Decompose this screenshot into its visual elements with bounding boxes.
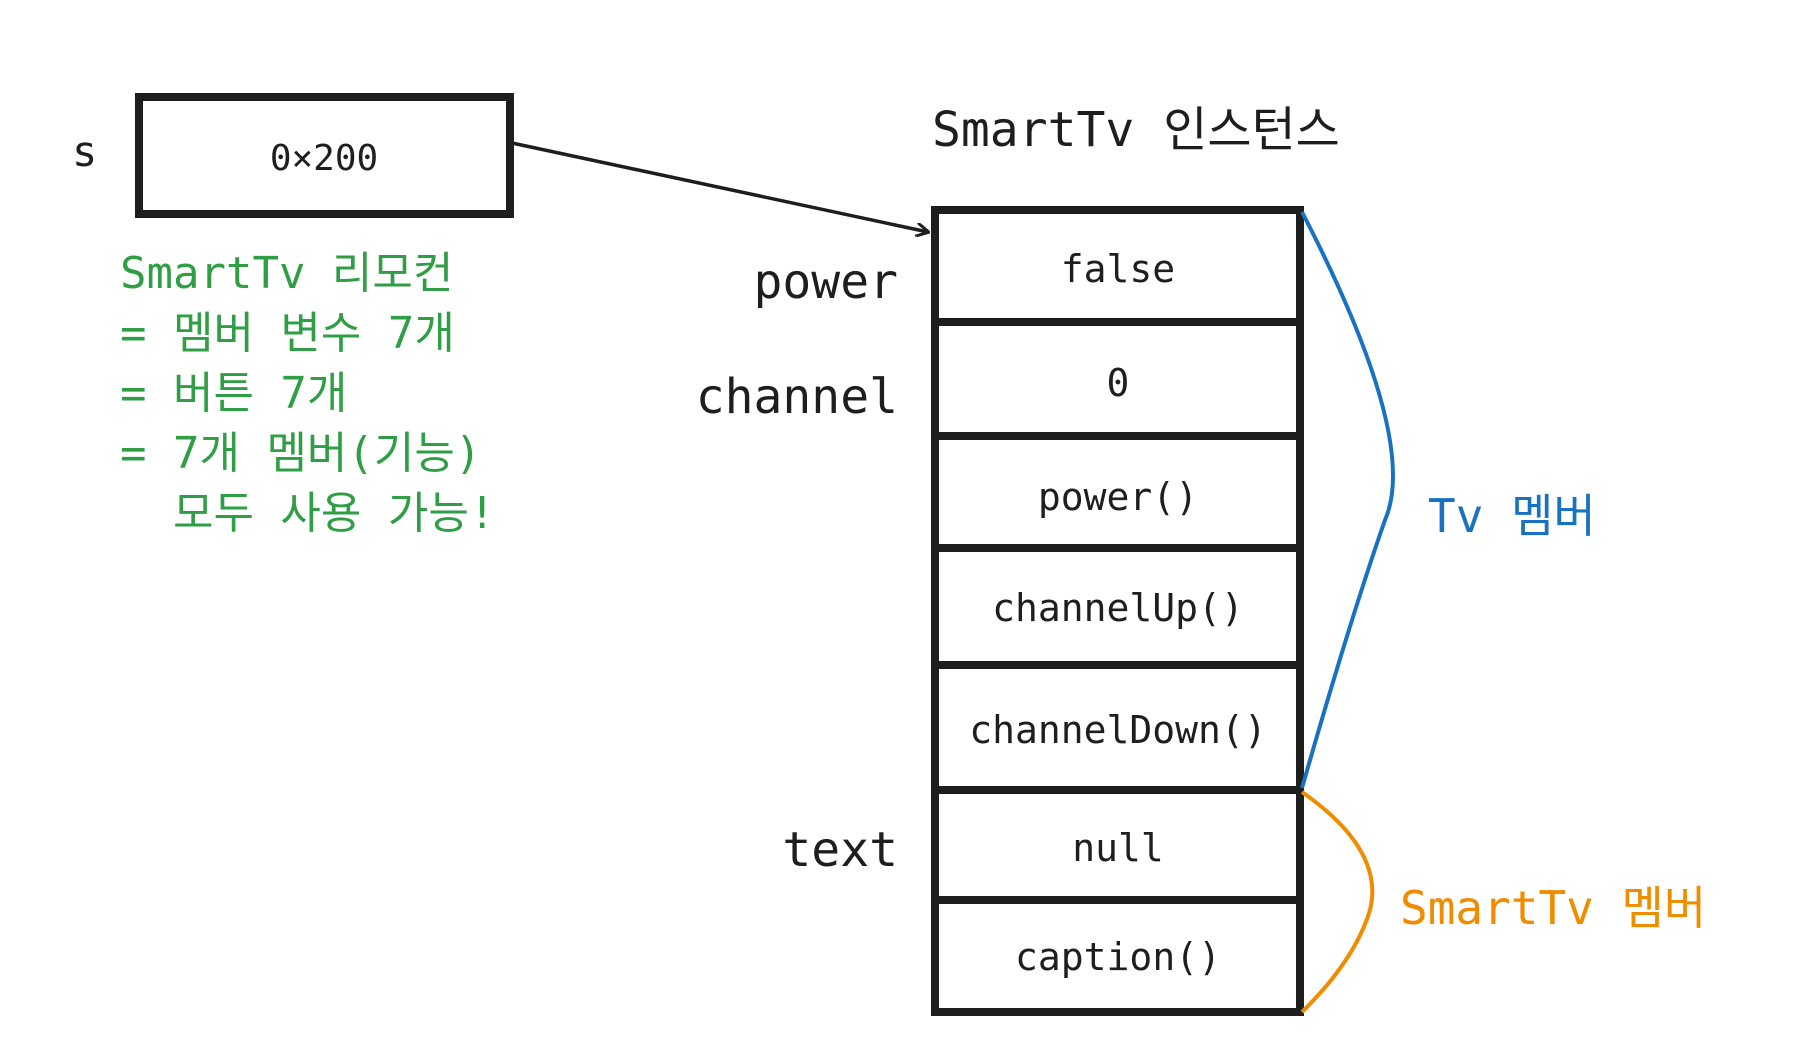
instance-title: SmartTv 인스턴스 — [932, 102, 1340, 158]
cell-value-text: null — [1072, 826, 1164, 870]
field-label-text: text — [782, 822, 898, 878]
smarttv-members-brace — [1300, 790, 1375, 1014]
remote-note: SmartTv 리모컨 = 멤버 변수 7개 = 버튼 7개 = 7개 멤버(기… — [120, 248, 495, 539]
cell-value-caption: caption() — [1015, 935, 1221, 979]
cell-value-power: false — [1061, 247, 1175, 291]
field-label-channel: channel — [696, 369, 898, 425]
cell-box — [931, 896, 1304, 1016]
cell-value-channel: 0 — [1107, 361, 1130, 405]
cell-value-power-method: power() — [1038, 475, 1198, 519]
reference-name: s — [72, 127, 97, 176]
note-line: = 7개 멤버(기능) — [120, 428, 481, 479]
smarttv-members-label: SmartTv 멤버 — [1400, 881, 1706, 935]
instance-cells: false 0 power() channelUp() channelDown(… — [931, 206, 1304, 1016]
reference-value: 0×200 — [270, 138, 378, 179]
cell-value-channel-up: channelUp() — [992, 586, 1244, 630]
note-line: = 멤버 변수 7개 — [120, 308, 455, 359]
cell-value-channel-down: channelDown() — [969, 708, 1266, 752]
field-label-power: power — [754, 254, 899, 310]
reference-box — [135, 93, 514, 218]
tv-members-brace — [1300, 211, 1395, 789]
tv-members-label: Tv 멤버 — [1428, 489, 1596, 543]
note-line: SmartTv 리모컨 — [120, 248, 453, 299]
note-line: = 버튼 7개 — [120, 368, 347, 419]
note-line: 모두 사용 가능! — [120, 488, 495, 539]
reference-arrow — [511, 141, 928, 232]
